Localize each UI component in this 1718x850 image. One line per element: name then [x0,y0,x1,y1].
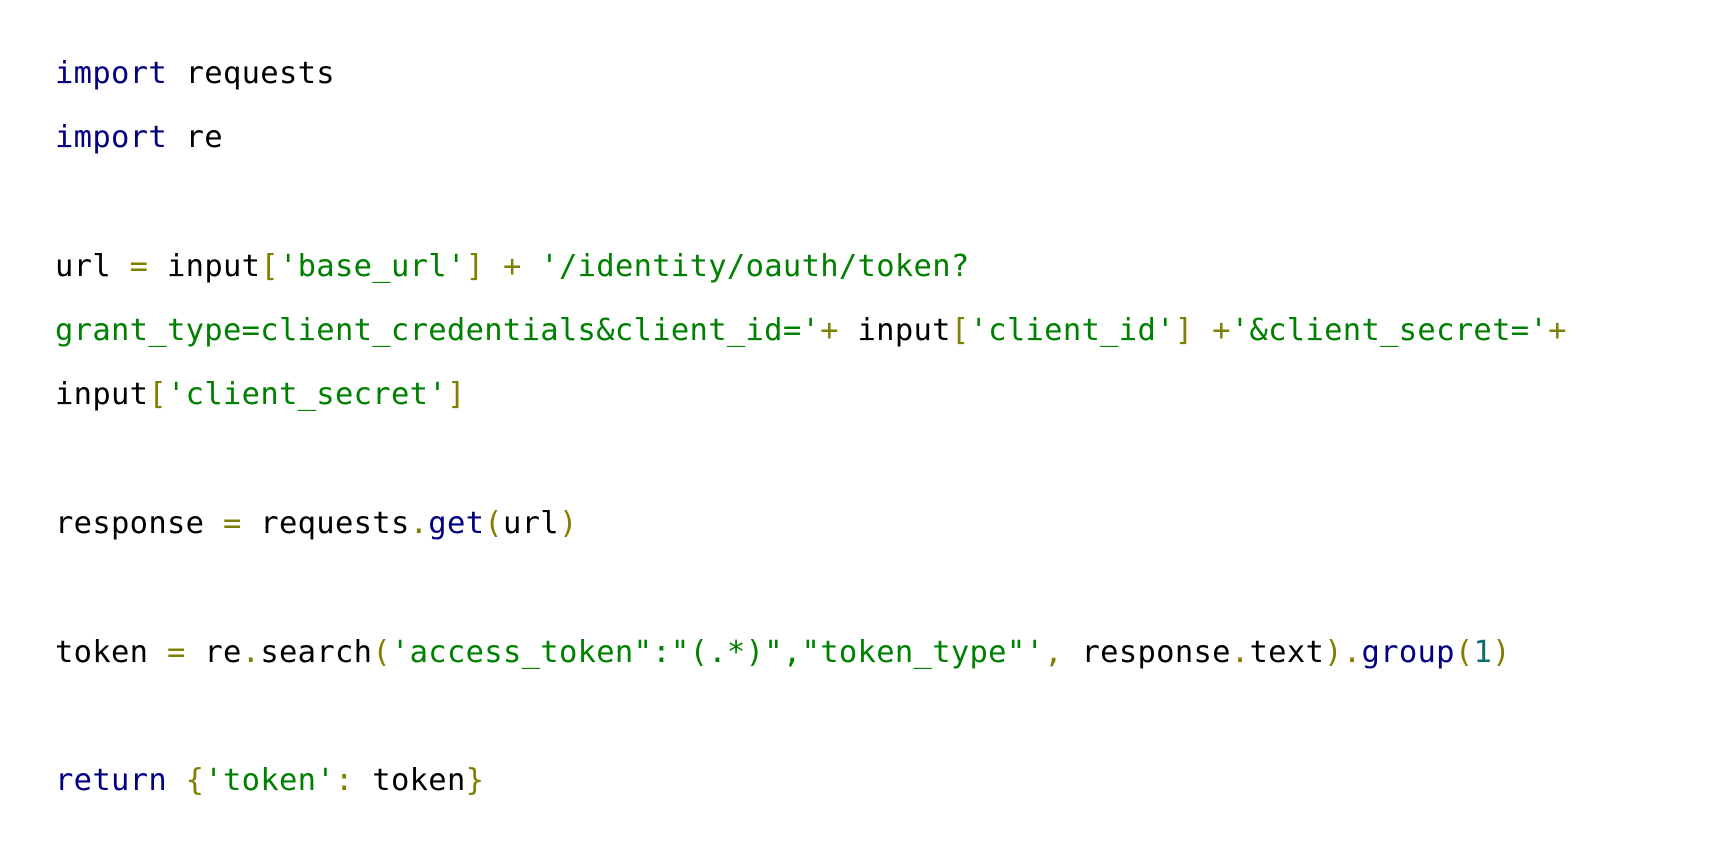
code-token-operator: ( [484,506,503,542]
code-token-default: re [185,634,242,670]
code-line: grant_type=client_credentials&client_id=… [55,299,1718,363]
code-token-operator: . [241,634,261,670]
code-token-keyword: get [428,506,485,542]
code-token-operator: : [334,763,354,799]
code-line-blank [55,685,1718,749]
code-token-operator: = [166,634,186,670]
code-token-string: 'client_id' [969,313,1175,349]
code-token-default: input [838,313,951,349]
code-token-string: grant_type=client_credentials&client_id=… [55,313,821,349]
code-token-operator: = [129,248,149,284]
code-token-keyword: return [55,763,167,799]
code-token-operator: + [820,313,839,349]
code-line-blank [55,171,1718,235]
code-token-operator: ) [1492,634,1511,670]
code-token-number: 1 [1473,634,1493,670]
code-line: url = input['base_url'] + '/identity/oau… [55,235,1718,299]
code-token-keyword: group [1361,634,1455,670]
code-token-string: '/identity/oauth/token? [540,248,970,284]
code-token-operator: ( [1454,634,1474,670]
code-token-default: text [1249,634,1325,670]
code-token-default: input [55,377,149,413]
code-token-operator: . [1230,634,1250,670]
code-token-default: re [166,120,223,156]
code-line-blank [55,556,1718,620]
code-token-string: 'client_secret' [167,377,447,413]
code-token-default: search [260,634,373,670]
code-token-default: response [55,506,223,542]
code-token-operator: ) [558,506,578,542]
code-token-operator: } [465,763,485,799]
code-token-operator: + [1548,313,1567,349]
code-line: return {'token': token} [55,749,1718,813]
code-token-operator: ) [1324,634,1343,670]
code-line-blank [55,428,1718,492]
code-token-operator: ( [372,634,391,670]
code-token-keyword: import [55,56,167,91]
code-token-default: requests [166,56,335,91]
code-token-operator: [ [950,313,970,349]
code-token-default [167,763,186,798]
code-line: token = re.search('access_token":"(.*)",… [55,621,1718,685]
code-token-operator: [ [260,248,279,284]
code-line: import requests [55,42,1718,106]
code-token-operator: { [185,763,205,799]
code-token-keyword: import [55,120,167,156]
code-token-operator: + [484,248,541,284]
code-token-default: token [55,634,167,670]
code-token-operator: ] [465,248,485,284]
code-token-string: 'base_url' [278,248,466,284]
code-token-string: '&client_secret=' [1230,313,1549,349]
code-token-default: input [148,248,261,284]
code-token-default: token [353,763,466,799]
code-token-default: url [55,248,130,284]
code-token-default: requests [241,506,410,542]
code-token-string: 'token' [204,763,335,799]
code-token-operator: . [1342,634,1362,670]
code-token-operator: + [1193,313,1231,349]
code-token-default: response [1062,634,1231,670]
code-line: input['client_secret'] [55,363,1718,427]
code-token-default: url [502,506,559,542]
code-line: import re [55,106,1718,170]
code-token-operator: ] [446,377,466,413]
code-token-operator: ] [1174,313,1194,349]
code-token-operator: , [1044,634,1063,670]
code-token-operator: = [222,506,242,542]
code-line: response = requests.get(url) [55,492,1718,556]
code-token-operator: [ [148,377,167,413]
code-token-string: 'access_token":"(.*)","token_type"' [390,634,1045,670]
code-token-operator: . [409,506,429,542]
